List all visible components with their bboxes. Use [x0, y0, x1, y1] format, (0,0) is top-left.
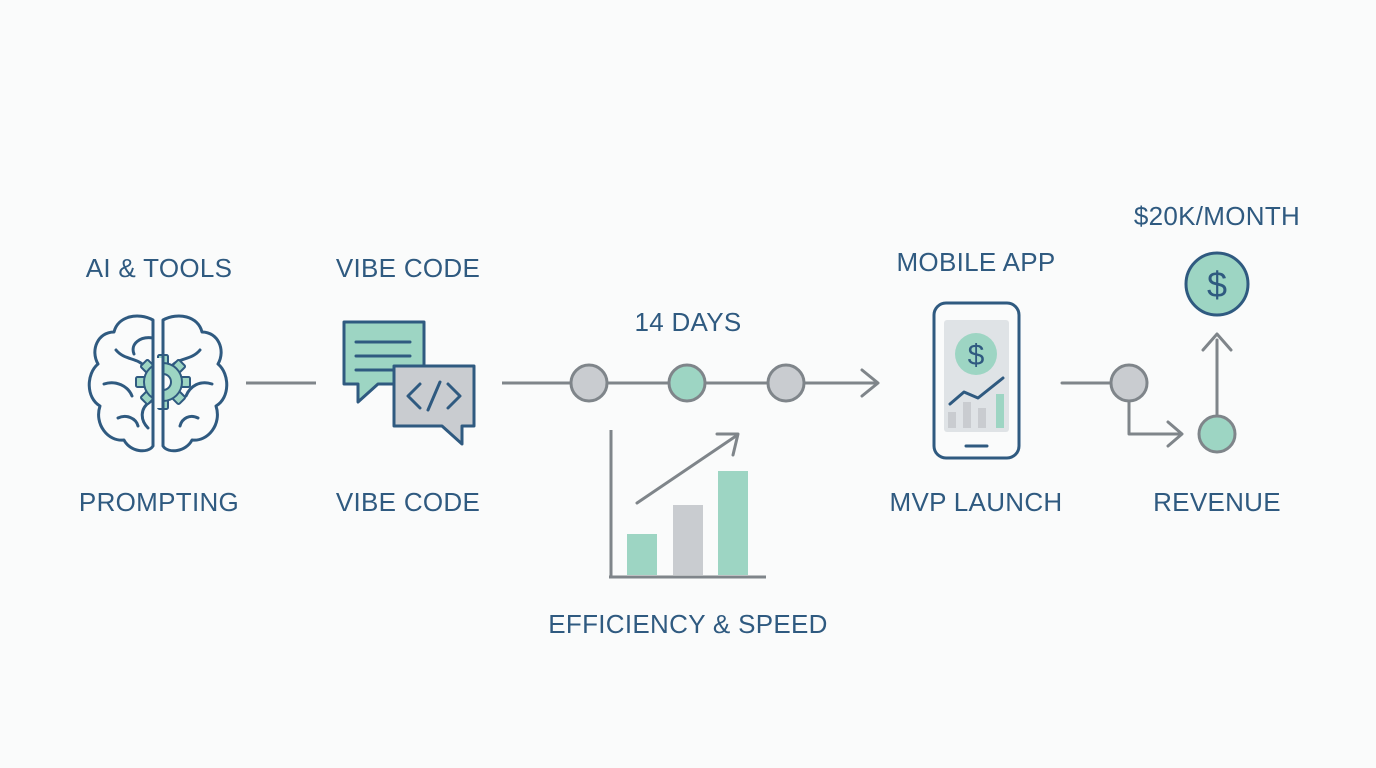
- branch-arrow-head-icon: [1166, 420, 1184, 448]
- label-efficiency-speed: EFFICIENCY & SPEED: [548, 609, 828, 639]
- label-ai-tools: AI & TOOLS: [85, 253, 233, 283]
- trend-arrow-line: [635, 434, 738, 505]
- revenue-branch: [1060, 332, 1233, 448]
- phone-bar: [978, 408, 986, 428]
- timeline-dot: [667, 363, 707, 403]
- arrow-head-icon: [860, 368, 880, 398]
- phone-bar: [963, 402, 971, 428]
- label-revenue: REVENUE: [1153, 487, 1281, 517]
- phone-dollar-circle: [955, 333, 997, 375]
- trend-arrow-head-icon: [715, 432, 740, 457]
- label-14-days: 14 DAYS: [634, 307, 742, 337]
- code-bracket-left: [406, 382, 422, 410]
- label-vibe-code-top: VIBE CODE: [335, 253, 481, 283]
- coin-circle: [1184, 251, 1250, 317]
- timeline-dot: [569, 363, 609, 403]
- chat-code-icon: [342, 320, 476, 446]
- brain-folds-left: [102, 336, 155, 430]
- chart-bar: [718, 471, 748, 575]
- chart-bar: [673, 505, 703, 575]
- revenue-node: [1197, 414, 1237, 454]
- gear-split-mask: [153, 358, 163, 408]
- branch-node: [1109, 363, 1149, 403]
- brain-right-hemisphere: [161, 314, 229, 453]
- bar-chart-icon: [609, 430, 766, 579]
- up-arrow-head-icon: [1201, 332, 1233, 352]
- phone-bar: [996, 394, 1004, 428]
- branch-line: [1127, 399, 1182, 436]
- gear-icon: [135, 320, 191, 446]
- code-slash: [426, 380, 442, 412]
- coin-dollar-sign: $: [1207, 264, 1227, 305]
- label-prompting: PROMPTING: [78, 487, 240, 517]
- label-vibe-code-bottom: VIBE CODE: [335, 487, 481, 517]
- label-mobile-app: MOBILE APP: [896, 247, 1056, 277]
- phone-trend-line: [948, 376, 1005, 406]
- phone-bar: [948, 412, 956, 428]
- timeline-dot: [766, 363, 806, 403]
- smartphone-dollar-icon: [932, 301, 1021, 460]
- label-mvp-launch: MVP LAUNCH: [889, 487, 1063, 517]
- brain-left-hemisphere: [87, 314, 155, 453]
- chat-bubble-code: [392, 364, 476, 446]
- dollar-coin-icon: [1184, 251, 1250, 317]
- chart-bar: [627, 534, 657, 575]
- code-bracket-right: [446, 382, 462, 410]
- label-20k-month: $20K/MONTH: [1133, 201, 1301, 231]
- phone-dollar-sign: $: [968, 339, 985, 372]
- timeline-14-days: [502, 363, 880, 403]
